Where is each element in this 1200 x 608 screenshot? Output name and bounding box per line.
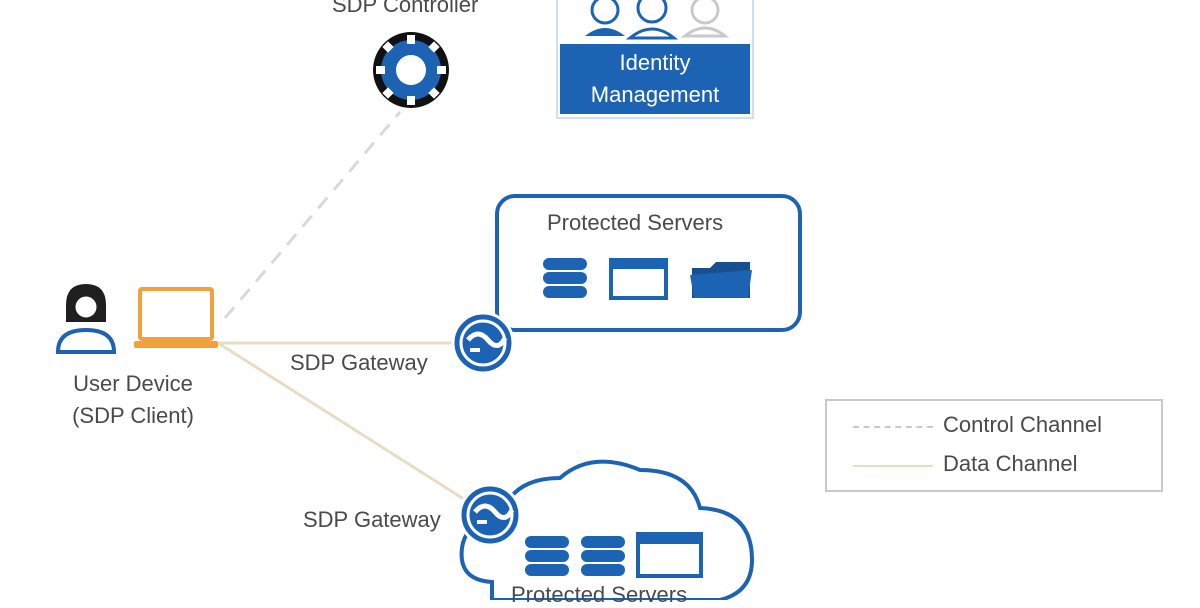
control-channel-swatch: [853, 426, 933, 428]
identity-management-card: [556, 0, 754, 119]
data-channel-label: Data Channel: [943, 451, 1078, 476]
controller-label: SDP Controller: [332, 0, 479, 17]
data-channel-line-gateway2: [217, 341, 471, 505]
user-device-label: User Device (SDP Client): [48, 368, 218, 432]
folder-icon: [690, 262, 752, 298]
cloud-protected-servers: [459, 459, 755, 600]
database-icon: [581, 536, 625, 576]
cloud-protected-servers-label: Protected Servers: [511, 582, 688, 607]
protected-servers-label: Protected Servers: [547, 210, 724, 235]
legend: Control Channel Data Channel: [825, 399, 1163, 492]
gateway-icon: [458, 483, 522, 547]
gateway1-label: SDP Gateway: [290, 350, 428, 375]
legend-control-row: Control Channel: [827, 410, 1161, 440]
control-channel-line: [223, 111, 402, 319]
data-channel-swatch: [853, 465, 933, 467]
database-icon: [525, 536, 569, 576]
protected-servers-box: [495, 194, 802, 332]
control-channel-label: Control Channel: [943, 412, 1102, 437]
identity-line1: Identity: [619, 50, 691, 75]
window-icon: [609, 258, 668, 300]
laptop-icon: [134, 287, 218, 348]
database-icon: [543, 258, 587, 298]
controller-gear-icon: [373, 32, 449, 108]
window-icon: [636, 532, 703, 578]
user-line2: (SDP Client): [72, 403, 194, 428]
identity-management-label: Identity Management: [562, 46, 748, 112]
gateway-icon: [451, 311, 515, 375]
user-line1: User Device: [73, 371, 193, 396]
legend-data-row: Data Channel: [827, 449, 1161, 479]
person-icon: [55, 284, 117, 354]
gateway2-label: SDP Gateway: [303, 507, 441, 532]
identity-line2: Management: [590, 82, 720, 107]
people-icon: [585, 0, 730, 40]
